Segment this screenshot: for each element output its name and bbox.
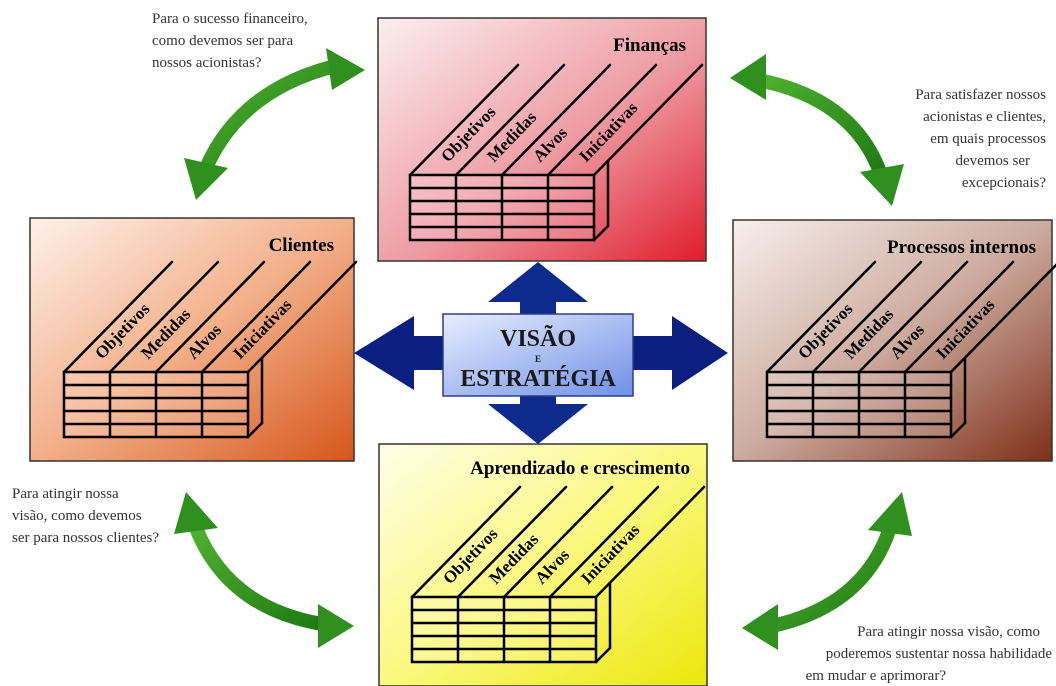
svg-text:em quais processos: em quais processos <box>930 131 1046 147</box>
arrow-finance-to-processes <box>730 54 904 206</box>
arrow-center-up <box>488 262 588 315</box>
center-conjunction: E <box>535 354 541 364</box>
center-title: VISÃO <box>500 326 576 352</box>
svg-text:nossos acionistas?: nossos acionistas? <box>152 55 262 71</box>
question-top-left: Para o sucesso financeiro, como devemos … <box>152 11 308 71</box>
svg-text:Para satisfazer nossos: Para satisfazer nossos <box>915 87 1046 103</box>
arrow-center-left <box>354 316 446 390</box>
svg-text:devemos ser: devemos ser <box>955 153 1030 169</box>
question-bottom-left: Para atingir nossa visão, como devemos s… <box>12 486 159 546</box>
question-bottom-right: Para atingir nossa visão, como poderemos… <box>806 624 1053 684</box>
vision-strategy-box: VISÃO E ESTRATÉGIA <box>442 313 634 397</box>
svg-text:visão, como devemos: visão, como devemos <box>12 508 142 524</box>
panel-title-clientes: Clientes <box>269 235 334 256</box>
svg-text:excepcionais?: excepcionais? <box>962 175 1046 191</box>
question-top-right: Para satisfazer nossos acionistas e clie… <box>915 87 1046 191</box>
svg-text:como devemos ser para: como devemos ser para <box>152 33 294 49</box>
panel-processos: Processos internos ObjetivosMedidasAlvos… <box>732 219 1056 462</box>
svg-text:Para atingir nossa visão, como: Para atingir nossa visão, como <box>857 624 1040 640</box>
svg-text:Para o sucesso financeiro,: Para o sucesso financeiro, <box>152 11 308 27</box>
panel-aprendizado: Aprendizado e crescimento ObjetivosMedid… <box>378 443 708 686</box>
arrow-finance-to-customers <box>184 48 365 200</box>
svg-text:ser para nossos clientes?: ser para nossos clientes? <box>12 530 159 546</box>
arrow-learning-to-processes <box>742 492 912 650</box>
svg-text:acionistas e clientes,: acionistas e clientes, <box>923 109 1046 125</box>
svg-text:em mudar e aprimorar?: em mudar e aprimorar? <box>806 668 947 684</box>
svg-text:poderemos sustentar nossa habi: poderemos sustentar nossa habilidade <box>826 646 1053 662</box>
panel-title-financas: Finanças <box>613 35 686 56</box>
arrow-customers-to-learning <box>174 492 354 648</box>
arrow-center-right <box>630 316 728 390</box>
svg-text:Para atingir nossa: Para atingir nossa <box>12 486 119 502</box>
panel-title-processos: Processos internos <box>887 237 1036 258</box>
arrow-center-down <box>488 393 588 444</box>
panel-title-aprendizado: Aprendizado e crescimento <box>470 458 690 479</box>
center-subtitle: ESTRATÉGIA <box>460 366 616 392</box>
